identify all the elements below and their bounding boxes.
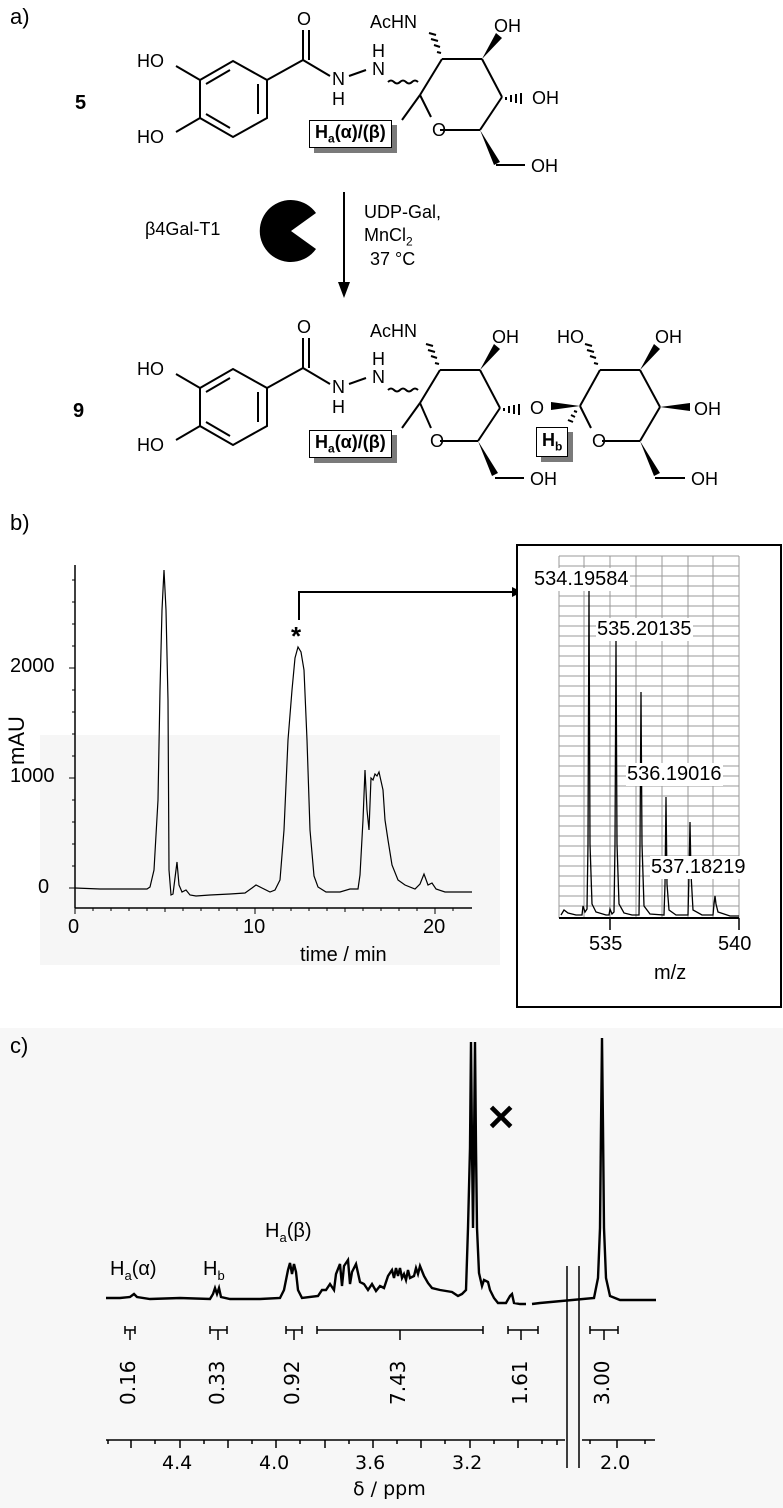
ms-peak-label-534: 534.19584 — [533, 568, 630, 591]
reaction-temperature: 37 °C — [370, 249, 416, 269]
compound-9-structure — [175, 338, 690, 479]
c9-gal-oh-top: OH — [655, 327, 682, 347]
c5-nh-n-top: N — [372, 59, 385, 79]
ms-peak-label-535: 535.20135 — [596, 618, 693, 641]
ms-xtick-535: 535 — [589, 933, 623, 955]
reagent-udp-gal: UDP-Gal, — [364, 202, 442, 222]
c9-gal-ring-o: O — [592, 431, 607, 451]
panel-a-label: a) — [10, 4, 30, 29]
c5-oh-1: OH — [494, 16, 521, 36]
hplc-xtick-20: 20 — [423, 916, 446, 938]
c9-hb-highlight: Hb — [536, 427, 569, 457]
c5-nh-h-bottom: H — [332, 89, 345, 109]
c9-nh-n-bottom: N — [332, 377, 345, 397]
integral-hb: 0.33 — [205, 1360, 229, 1405]
panel-b-shading — [40, 735, 500, 965]
nmr-label-ha-beta: Ha(β) — [265, 1220, 312, 1245]
panel-c-label: c) — [10, 1033, 29, 1058]
nmr-spectrum — [106, 1037, 656, 1468]
hplc-xtick-0: 0 — [68, 916, 80, 938]
c9-achn: AcHN — [370, 321, 418, 341]
c9-gal-ho: HO — [557, 327, 584, 347]
ms-spectrum — [558, 555, 740, 930]
c5-ha-highlight: Ha(α)/(β) — [309, 120, 392, 148]
compound-5-number: 5 — [75, 92, 87, 114]
hplc-xtick-10: 10 — [243, 916, 266, 938]
nmr-xtick-3-2: 3.2 — [452, 1452, 483, 1474]
panel-c-shading — [0, 1028, 783, 1508]
c5-ho-top: HO — [137, 51, 164, 71]
c5-oh-ch2: OH — [531, 156, 558, 176]
c9-ho-bottom: HO — [137, 435, 164, 455]
c9-oh-ch2: OH — [530, 469, 557, 489]
c5-oh-2: OH — [532, 88, 559, 108]
compound-9-number: 9 — [73, 400, 85, 422]
hplc-ytick-2000: 2000 — [10, 655, 55, 677]
integral-3-2ppm: 1.61 — [508, 1360, 532, 1405]
hplc-ylabel: mAU — [4, 716, 29, 765]
c9-nh-n-top: N — [372, 367, 385, 387]
c9-nh-h-bottom: H — [332, 397, 345, 417]
nmr-xtick-4-4: 4.4 — [162, 1452, 193, 1474]
integral-acetyl: 3.00 — [590, 1360, 614, 1405]
c9-ring-o: O — [430, 431, 445, 451]
c5-nh-n-bottom: N — [332, 69, 345, 89]
nmr-xlabel: δ / ppm — [353, 1478, 426, 1500]
reaction-arrow-icon — [338, 192, 350, 298]
nmr-label-hb: Hb — [203, 1258, 225, 1283]
nmr-label-ha-alpha: Ha(α) — [110, 1258, 157, 1283]
hplc-peak-marker: * — [291, 621, 302, 651]
c9-glyco-o: O — [530, 398, 545, 418]
c5-ho-bottom: HO — [137, 127, 164, 147]
c5-achn: AcHN — [370, 12, 418, 32]
integral-ring-region: 7.43 — [386, 1360, 410, 1405]
nmr-xtick-2-0: 2.0 — [600, 1452, 631, 1474]
ms-xlabel: m/z — [654, 962, 687, 984]
ms-peak-label-537: 537.18219 — [650, 856, 747, 879]
integral-ha-beta: 0.92 — [280, 1360, 304, 1405]
hplc-ytick-1000: 1000 — [10, 765, 55, 787]
nmr-xtick-3-6: 3.6 — [355, 1452, 386, 1474]
c5-nh-h-top: H — [372, 41, 385, 61]
excluded-peak-cross-icon: ✕ — [486, 1097, 517, 1138]
compound-5-structure — [175, 30, 525, 166]
hplc-xlabel: time / min — [300, 944, 387, 966]
c9-nh-h-top: H — [372, 349, 385, 369]
c9-gal-oh-right: OH — [694, 399, 721, 419]
c9-ho-top: HO — [137, 359, 164, 379]
panel-b-label: b) — [10, 510, 30, 535]
nmr-xtick-4-0: 4.0 — [259, 1452, 290, 1474]
c9-carbonyl-o: O — [297, 317, 312, 337]
c9-gal-oh-ch2: OH — [691, 469, 718, 489]
enzyme-label: β4Gal-T1 — [145, 219, 221, 239]
ms-peak-label-536: 536.19016 — [626, 763, 723, 786]
reagent-mncl2: MnCl2 — [364, 225, 413, 249]
enzyme-pacman-icon — [259, 200, 316, 262]
c5-carbonyl-o: O — [297, 9, 312, 29]
integral-ha-alpha: 0.16 — [116, 1360, 140, 1405]
c9-ha-highlight: Ha(α)/(β) — [309, 430, 392, 458]
hplc-ytick-0: 0 — [38, 876, 50, 898]
c5-ring-o: O — [432, 120, 447, 140]
ms-xtick-540: 540 — [718, 933, 752, 955]
c9-oh-1: OH — [492, 327, 519, 347]
hplc-chromatogram — [69, 565, 522, 914]
